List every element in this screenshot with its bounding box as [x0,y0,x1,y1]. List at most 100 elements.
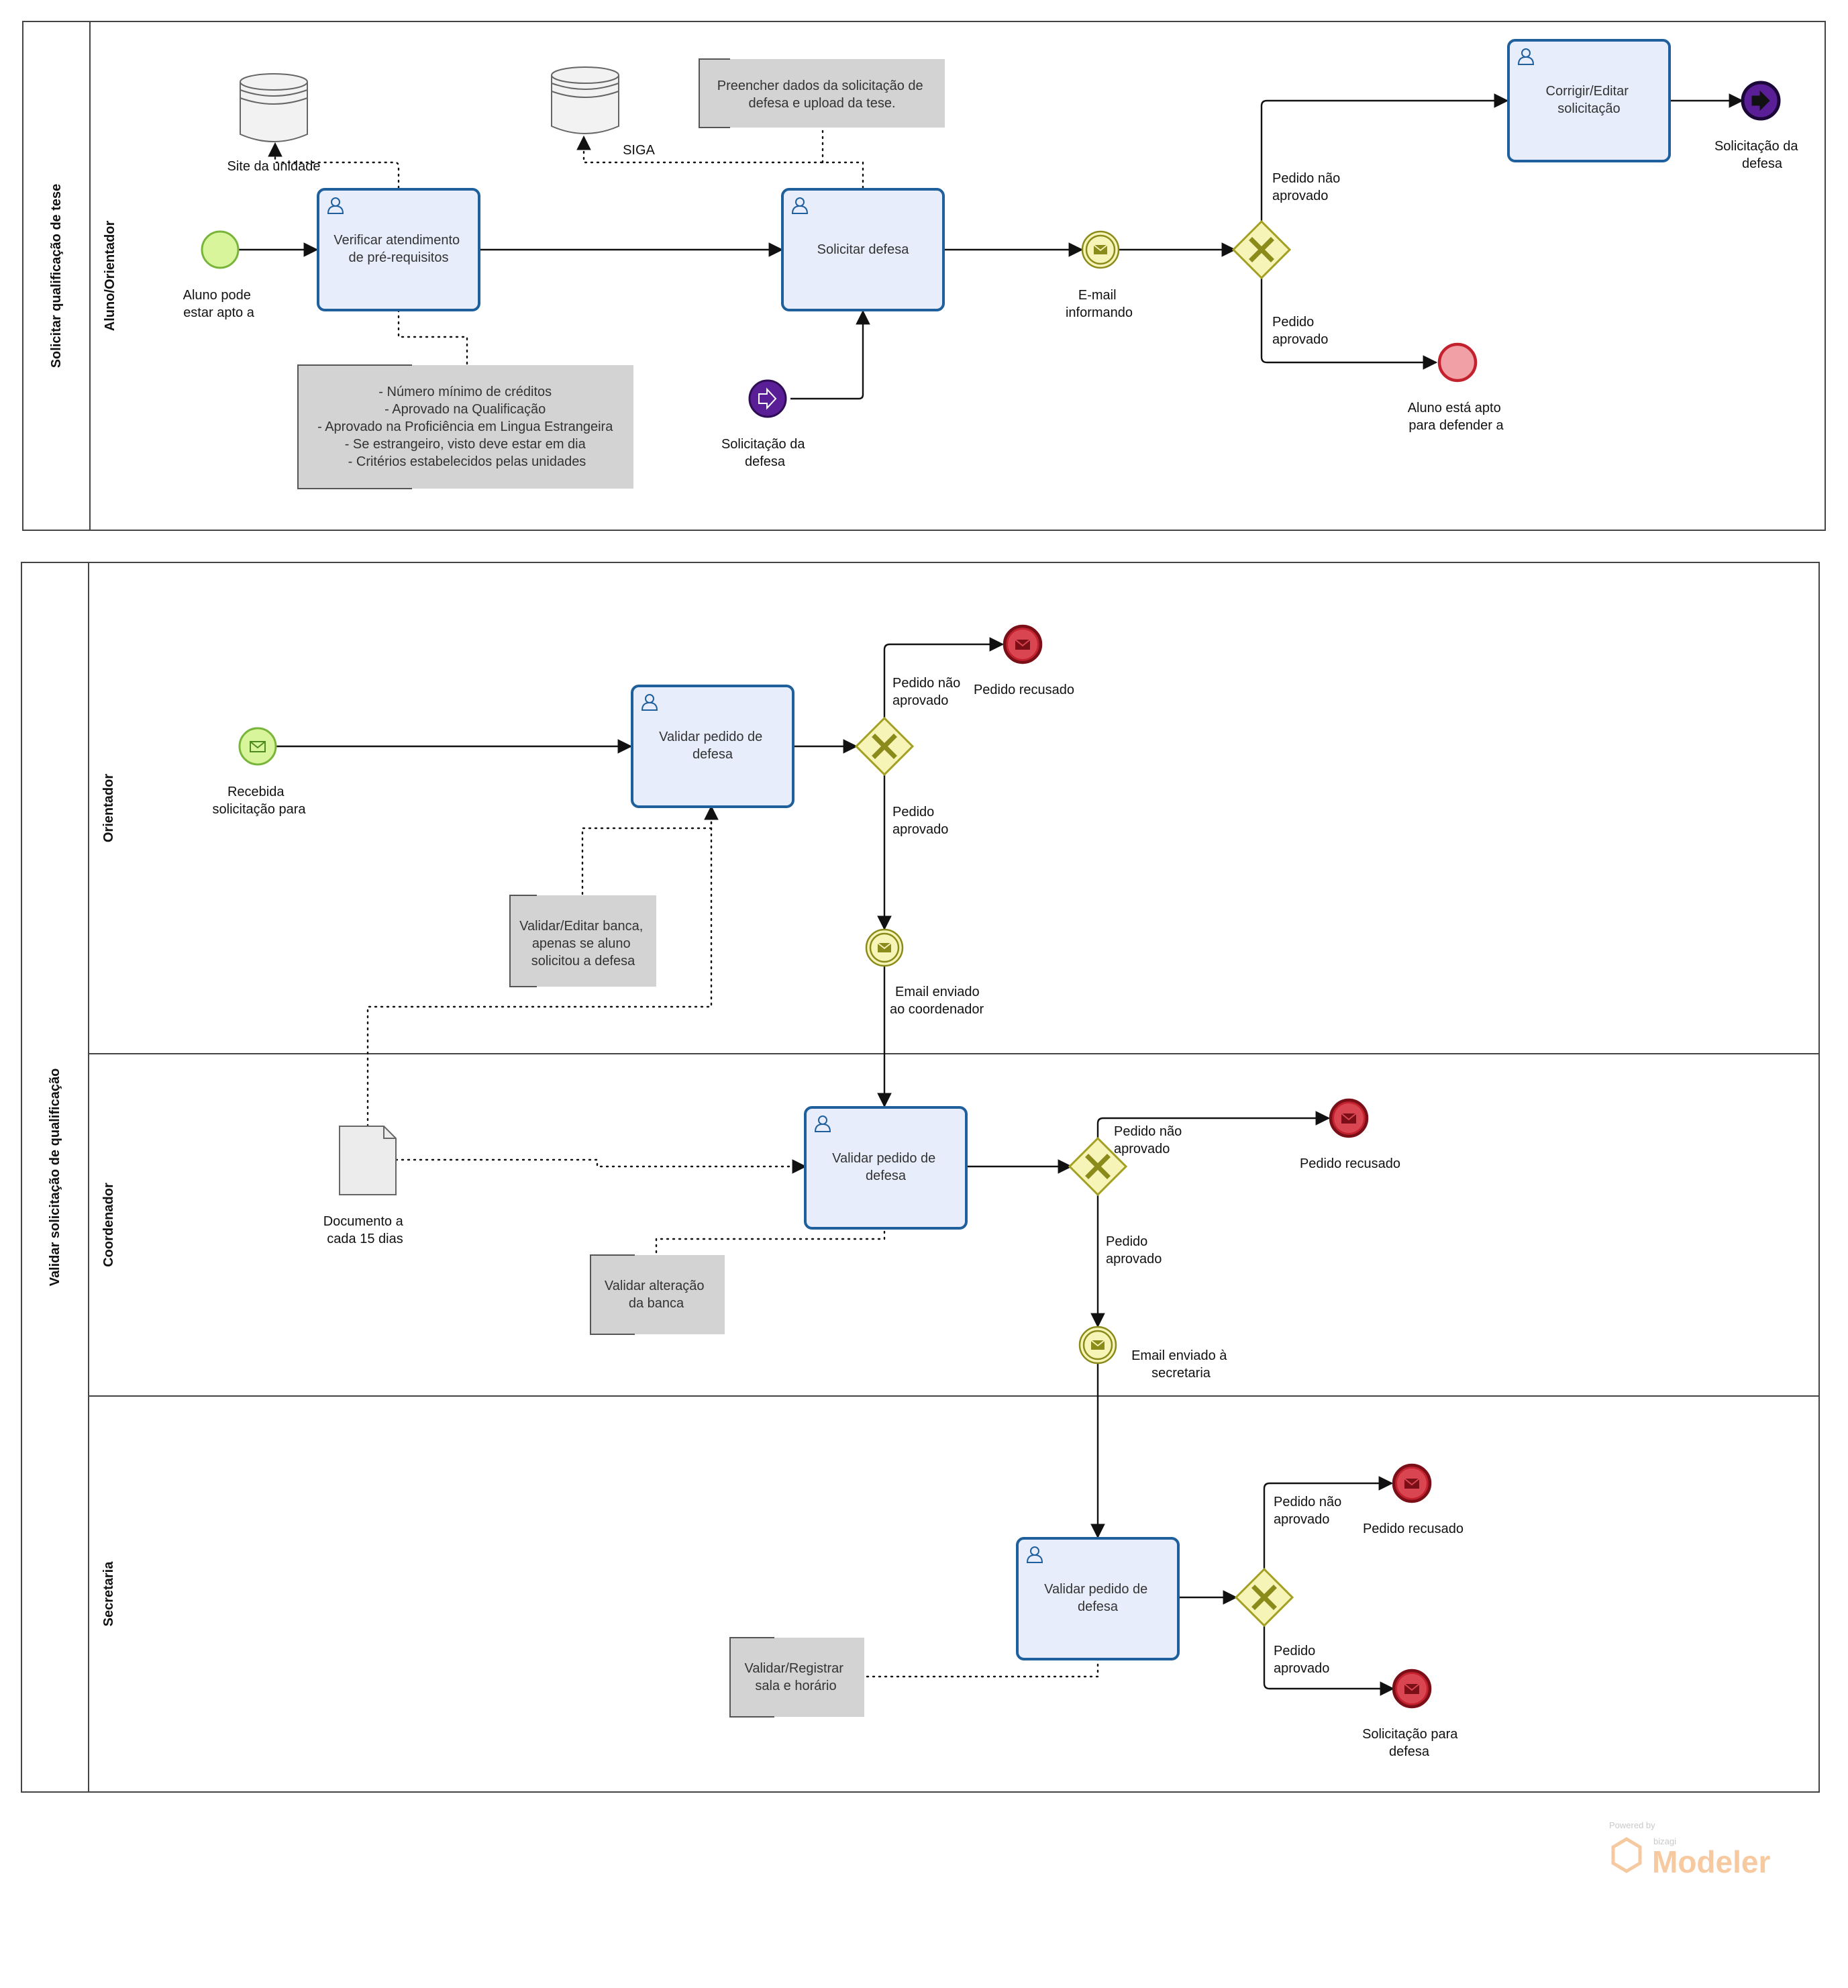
end-event-recusado-secretaria[interactable] [1392,1463,1432,1503]
start-event-recebida-label: Recebida solicitação para [213,785,307,817]
bizagi-logo-icon [1611,1837,1642,1873]
end-recusado-orientador-label: Pedido recusado [974,683,1074,697]
link-end-event[interactable] [1741,81,1781,121]
x-gateway-icon [872,734,897,759]
gateway-pool1[interactable] [1231,219,1292,280]
end-event-apto-label: Aluno está apto para defender a [1408,401,1505,433]
flow-gateway-or-to-recusado [883,637,1005,719]
task-validar-secretaria[interactable]: Validar pedido de defesa [1016,1537,1180,1660]
envelope-icon [1404,1683,1420,1691]
end-solicitacao-label: Solicitação para defesa [1362,1727,1461,1759]
gateway-coordenador-yes-label: Pedido aprovado [1106,1234,1162,1266]
link-arrow-icon [758,387,777,410]
svg-text:Validar pedido de defesa: Validar pedido de defesa [1044,1582,1151,1614]
svg-text:Validar pedido de defesa: Validar pedido de defesa [832,1151,939,1183]
svg-text:Solicitar defesa: Solicitar defesa [817,242,910,257]
gateway-orientador[interactable] [854,716,915,777]
lane-title-orientador: Orientador [101,774,116,842]
svg-text:Corrigir/Editar solicita: Corrigir/Editar solicitação [1546,84,1633,116]
flow-link-to-solicitar [790,309,870,400]
assoc-verificar-requisitos [397,309,468,365]
pool-title-solicitar: Solicitar qualificação de tese [49,184,64,368]
assoc-verificar-site [268,142,400,189]
gateway-orientador-no-label: Pedido não aprovado [892,676,964,708]
gateway-orientador-yes-label: Pedido aprovado [892,805,948,837]
link-event-label: Solicitação da defesa [721,437,809,469]
flow-gateway-co-to-recusado [1096,1111,1331,1140]
gateway-pool1-yes-label: Pedido aprovado [1272,315,1328,347]
task-validar-orientador[interactable]: Validar pedido de defesa [631,685,794,808]
flow-gateway-to-apto [1260,277,1438,370]
lane-title-coordenador: Coordenador [101,1183,116,1267]
lane-title-aluno-orientador: Aluno/Orientador [103,221,117,332]
email-event-label: E-mail informando [1066,288,1133,320]
assoc-validar-se-annotation [866,1658,1099,1678]
end-event-apto[interactable] [1437,342,1478,383]
email-coordenador-label: Email enviado ao coordenador [890,985,984,1017]
svg-text:Validar/Registrar sala e: Validar/Registrar sala e horário [744,1661,847,1693]
start-event-aluno-apto[interactable] [201,230,240,269]
svg-text:- Número mínimo de créditos: - Número mínimo de créditos - Aprovado n… [317,385,617,469]
gateway-secretaria-no-label: Pedido não aprovado [1274,1495,1345,1527]
x-gateway-icon [1085,1154,1111,1179]
document-15-dias[interactable] [339,1126,397,1195]
modeler-label: Modeler [1652,1844,1770,1879]
document-label: Documento a cada 15 dias [323,1214,407,1246]
email-event-secretaria[interactable] [1078,1326,1117,1364]
assoc-document-to-validar-co [395,1158,807,1174]
annotation-requisitos[interactable]: - Número mínimo de créditos - Aprovado n… [297,364,633,489]
envelope-icon [250,741,266,749]
annotation-validar-sala[interactable]: Validar/Registrar sala e horário [729,1637,864,1718]
envelope-icon [1090,1340,1105,1347]
pool-title-validar: Validar solicitação de qualificação [48,1068,62,1287]
end-recusado-secretaria-label: Pedido recusado [1363,1522,1464,1536]
x-gateway-icon [1251,1585,1277,1610]
annotation-upload[interactable]: Preencher dados da solicitação de defesa… [699,58,945,128]
bizagi-label: bizagi [1653,1836,1676,1846]
flow-gateway-to-corrigir [1260,93,1509,223]
svg-text:Validar alteração da ban: Validar alteração da banca [605,1279,708,1311]
gateway-pool1-no-label: Pedido não aprovado [1272,171,1344,203]
annotation-validar-banca[interactable]: Validar/Editar banca, apenas se aluno so… [509,895,656,987]
x-gateway-icon [1249,237,1274,262]
link-arrow-icon [1751,90,1770,111]
start-event-recebida[interactable] [238,727,277,766]
svg-text:Preencher dados da solicitação: Preencher dados da solicitação de defesa… [717,79,927,111]
annotation-validar-alteracao[interactable]: Validar alteração da banca [590,1254,725,1335]
assoc-solicitar-siga [576,135,864,189]
bizagi-branding: Powered by bizagi Modeler [1609,1820,1770,1879]
gateway-secretaria-yes-label: Pedido aprovado [1274,1644,1329,1676]
gateway-coordenador[interactable] [1068,1136,1128,1197]
svg-text:Validar/Editar banca, ap: Validar/Editar banca, apenas se aluno so… [519,919,647,968]
end-event-recusado-orientador[interactable] [1003,624,1043,664]
svg-text:Verificar atendimento de: Verificar atendimento de pré-requisitos [333,233,463,265]
flow-gateway-se-to-recusado [1263,1476,1394,1571]
task-verificar-atendimento[interactable]: Verificar atendimento de pré-requisitos [317,188,480,311]
assoc-validar-co-annotation [655,1226,886,1254]
link-end-label: Solicitação da defesa [1714,139,1802,171]
end-event-recusado-coordenador[interactable] [1329,1098,1369,1138]
envelope-icon [1404,1478,1420,1486]
gateway-secretaria[interactable] [1234,1567,1294,1628]
end-recusado-coordenador-label: Pedido recusado [1300,1156,1400,1171]
datastore-siga-label: SIGA [623,143,655,158]
link-event-solicitacao[interactable] [748,379,787,418]
gateway-coordenador-no-label: Pedido não aprovado [1114,1124,1186,1156]
sequence-flows [239,93,1744,1696]
end-event-solicitacao-defesa[interactable] [1392,1669,1432,1709]
envelope-icon [1341,1113,1357,1121]
datastore-site-icon[interactable] [240,73,308,142]
task-solicitar-defesa[interactable]: Solicitar defesa [781,188,945,311]
start-event-label: Aluno pode estar apto a [183,288,255,320]
datastore-siga-icon[interactable] [551,66,619,134]
flow-gateway-se-to-solicitacao [1263,1624,1395,1696]
email-event-informando[interactable] [1081,230,1120,269]
svg-text:Validar pedido de defesa: Validar pedido de defesa [659,730,766,762]
powered-by-label: Powered by [1609,1820,1655,1830]
envelope-icon [877,942,892,950]
task-corrigir-editar[interactable]: Corrigir/Editar solicitação [1507,39,1671,162]
assoc-document-to-validar-or [366,805,713,1128]
task-validar-coordenador[interactable]: Validar pedido de defesa [804,1106,968,1230]
email-event-coordenador[interactable] [865,928,904,967]
